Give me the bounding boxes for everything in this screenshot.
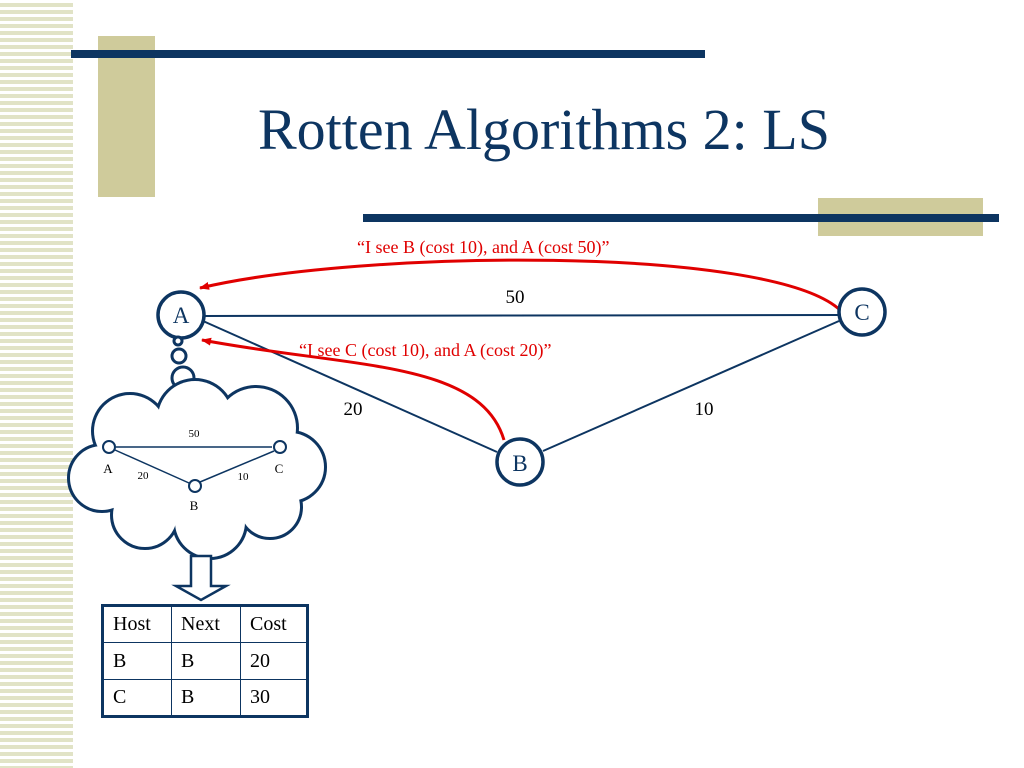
thought-node-label-b: B [190, 498, 199, 513]
thought-node-label-c: C [275, 461, 284, 476]
message-arrow-c-to-a [199, 258, 842, 312]
edge-label-a-c: 50 [506, 287, 525, 308]
thought-edge-a-b [114, 449, 190, 484]
edge-b-c [542, 320, 840, 452]
table-cell-next: B [171, 642, 241, 680]
node-a: A [156, 290, 206, 340]
table-cell-cost: 20 [240, 642, 308, 680]
down-arrow-icon [171, 554, 231, 602]
message-from-c: “I see B (cost 10), and A (cost 50)” [357, 237, 609, 258]
node-c-label: C [854, 300, 869, 325]
thought-edge-label-a-b: 20 [138, 470, 150, 482]
edge-a-b [202, 320, 498, 453]
thought-node-c [273, 440, 287, 454]
node-b-label: B [512, 451, 527, 476]
title-bar-top [71, 50, 705, 58]
node-b: B [495, 437, 545, 487]
slide-title: Rotten Algorithms 2: LS [258, 97, 830, 162]
table-cell-cost: 30 [240, 679, 308, 717]
thought-bubble-medium [170, 347, 188, 365]
thought-node-b [188, 479, 202, 493]
table-cell-host: C [102, 679, 172, 717]
table-cell-next: B [171, 679, 241, 717]
column-header-host: Host [102, 605, 172, 643]
table-row: B B 20 [102, 642, 308, 680]
thought-node-a [102, 440, 116, 454]
column-header-next: Next [171, 605, 241, 643]
routing-table: Host Next Cost B B 20 C B 30 [101, 604, 309, 718]
decorative-stripes [0, 0, 73, 768]
message-arrow-b-to-a [201, 337, 506, 441]
title-bar-bottom [363, 214, 999, 222]
node-a-label: A [173, 303, 190, 328]
thought-edge-label-a-c: 50 [189, 428, 201, 440]
node-c: C [837, 287, 887, 337]
thought-cloud [67, 378, 327, 560]
thought-node-label-a: A [103, 461, 113, 476]
edge-a-c [203, 314, 839, 317]
edge-label-a-b: 20 [344, 399, 363, 420]
thought-edge-label-b-c: 10 [238, 471, 250, 483]
table-row: C B 30 [102, 679, 308, 717]
table-cell-host: B [102, 642, 172, 680]
thought-bubble-small [172, 335, 184, 347]
message-from-b: “I see C (cost 10), and A (cost 20)” [299, 340, 551, 361]
thought-edge-b-c [199, 450, 275, 483]
edge-label-b-c: 10 [695, 399, 714, 420]
thought-graph: 50 20 10 A B C [102, 428, 287, 513]
table-header-row: Host Next Cost [102, 605, 308, 643]
accent-block-left [98, 36, 155, 197]
column-header-cost: Cost [240, 605, 308, 643]
